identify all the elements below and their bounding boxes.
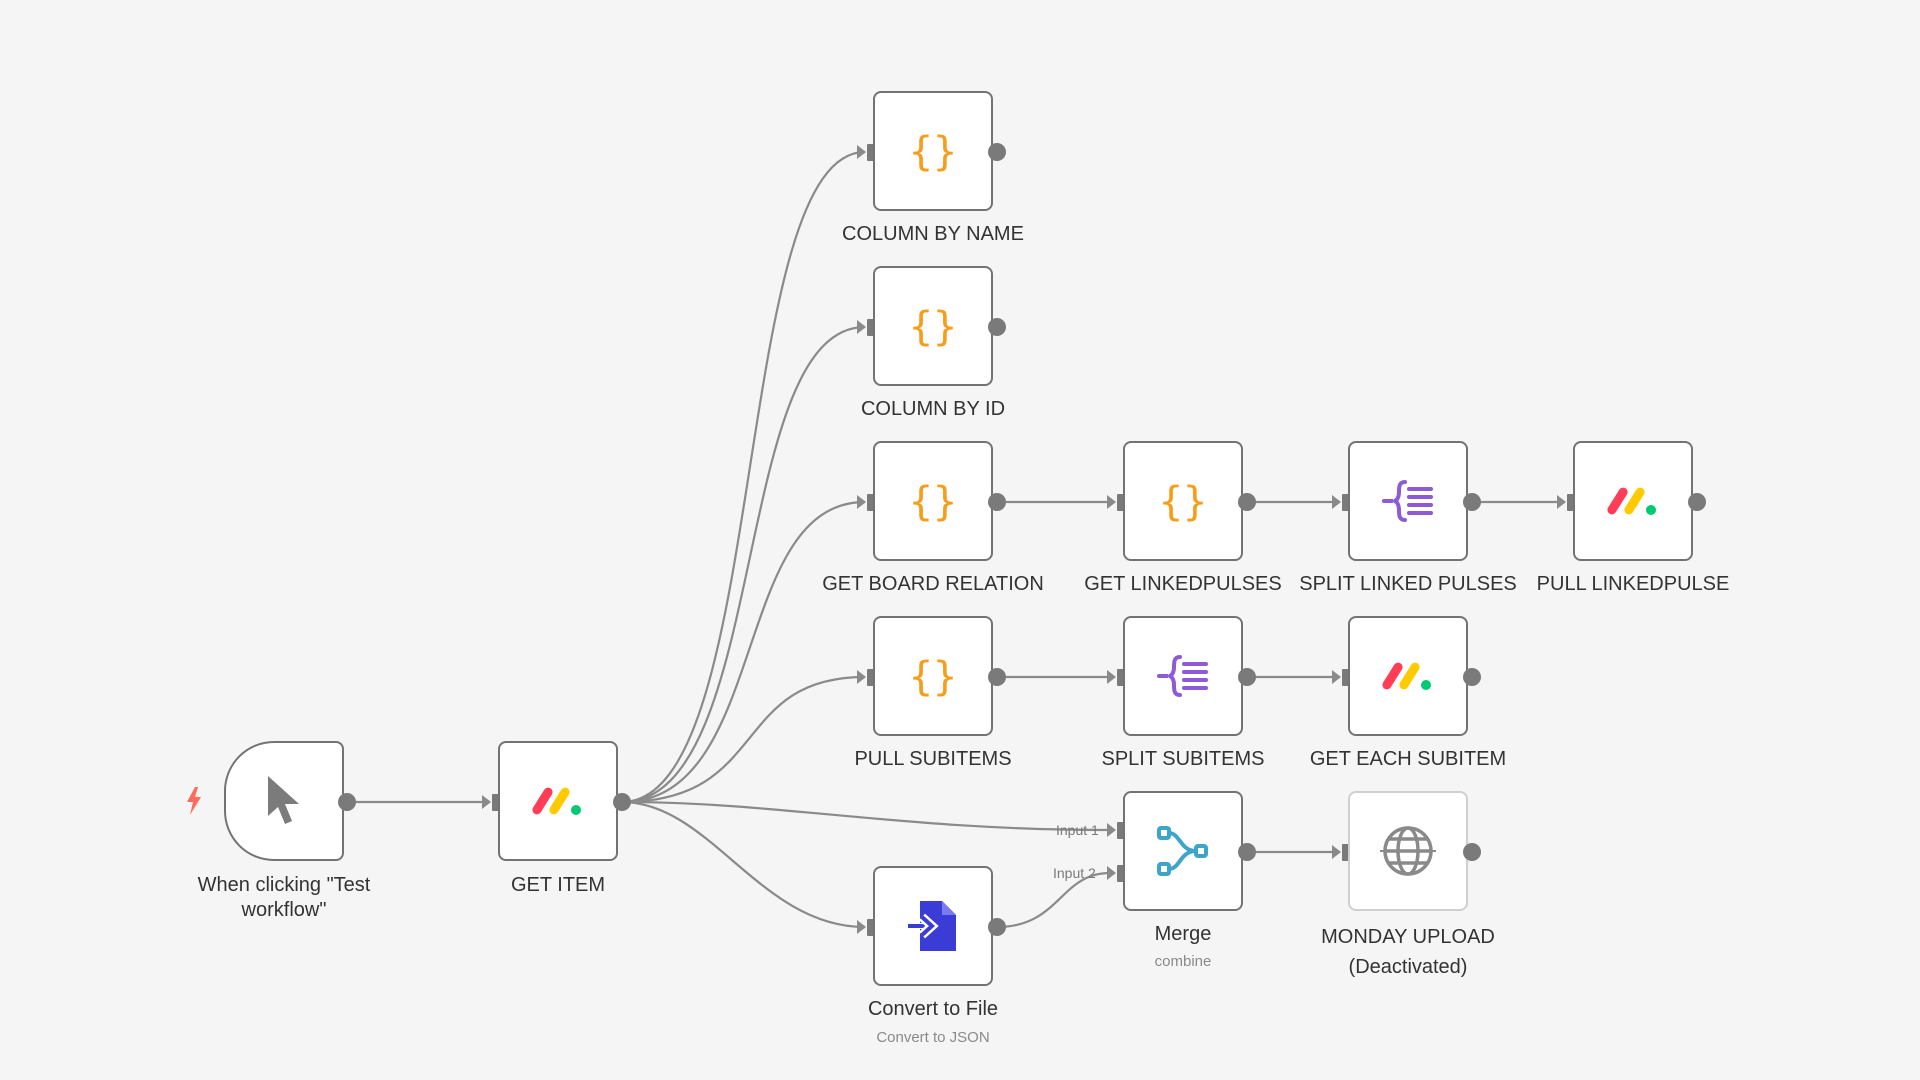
merge-node[interactable] bbox=[1123, 791, 1243, 911]
column-by-id-node[interactable]: {} bbox=[873, 266, 993, 386]
convert-to-file-input-port[interactable] bbox=[867, 919, 874, 936]
curly-braces-icon: {} bbox=[909, 304, 957, 350]
get-linkedpulses-label: GET LINKEDPULSES bbox=[1084, 573, 1282, 595]
merge-input-2-port[interactable] bbox=[1117, 865, 1124, 882]
globe-icon bbox=[1380, 826, 1436, 876]
column-by-name-output-port[interactable] bbox=[988, 143, 1006, 161]
connection-get-item-to-column-by-id[interactable] bbox=[621, 325, 866, 804]
file-convert-icon bbox=[908, 901, 956, 951]
pull-subitems-label: PULL SUBITEMS bbox=[854, 748, 1012, 770]
monday-upload-node[interactable] bbox=[1348, 791, 1468, 911]
svg-text:{}: {} bbox=[909, 654, 957, 700]
get-item-output-port[interactable] bbox=[613, 793, 631, 811]
trigger-bolt-icon bbox=[187, 787, 201, 815]
convert-to-file-output-port[interactable] bbox=[988, 918, 1006, 936]
get-board-relation-input-port[interactable] bbox=[867, 494, 874, 511]
split-linked-pulses-input-port[interactable] bbox=[1342, 494, 1349, 511]
connection-get-item-to-convert-to-file[interactable] bbox=[621, 800, 866, 929]
get-board-relation-output-port[interactable] bbox=[988, 493, 1006, 511]
connection-get-item-to-merge[interactable] bbox=[621, 800, 1109, 832]
curly-braces-icon: {} bbox=[1159, 479, 1207, 525]
pull-linkedpulse-input-port[interactable] bbox=[1567, 494, 1574, 511]
curly-braces-icon: {} bbox=[909, 654, 957, 700]
split-subitems-label: SPLIT SUBITEMS bbox=[1101, 748, 1265, 770]
get-each-subitem-label: GET EACH SUBITEM bbox=[1309, 748, 1507, 770]
get-item-input-port[interactable] bbox=[492, 794, 499, 811]
convert-to-file-subtitle: Convert to JSON bbox=[876, 1029, 990, 1046]
monday-upload-input-port[interactable] bbox=[1342, 844, 1349, 861]
svg-text:{}: {} bbox=[909, 479, 957, 525]
split-out-icon bbox=[1382, 480, 1433, 522]
split-out-icon bbox=[1157, 655, 1208, 697]
merge-label: Merge bbox=[1154, 923, 1212, 945]
split-linked-pulses-output-port[interactable] bbox=[1463, 493, 1481, 511]
pull-subitems-output-port[interactable] bbox=[988, 668, 1006, 686]
merge-output-port[interactable] bbox=[1238, 843, 1256, 861]
monday-logo-icon bbox=[1382, 662, 1431, 690]
split-subitems-output-port[interactable] bbox=[1238, 668, 1256, 686]
get-each-subitem-output-port[interactable] bbox=[1463, 668, 1481, 686]
get-linkedpulses-output-port[interactable] bbox=[1238, 493, 1256, 511]
get-board-relation-node[interactable]: {} bbox=[873, 441, 993, 561]
cursor-icon bbox=[268, 776, 299, 824]
trigger-output-port[interactable] bbox=[338, 793, 356, 811]
split-subitems-input-port[interactable] bbox=[1117, 669, 1124, 686]
trigger-node[interactable] bbox=[224, 741, 344, 861]
monday-upload-output-port[interactable] bbox=[1463, 843, 1481, 861]
column-by-name-label: COLUMN BY NAME bbox=[842, 223, 1024, 245]
trigger-label: When clicking "Test workflow" bbox=[197, 874, 371, 921]
merge-subtitle: combine bbox=[1154, 953, 1212, 970]
merge-icon bbox=[1157, 826, 1208, 876]
get-board-relation-label: GET BOARD RELATION bbox=[822, 573, 1044, 595]
get-linkedpulses-input-port[interactable] bbox=[1117, 494, 1124, 511]
get-item-node[interactable] bbox=[498, 741, 618, 861]
svg-text:{}: {} bbox=[909, 304, 957, 350]
merge-input-1-port[interactable] bbox=[1117, 822, 1124, 839]
column-by-id-label: COLUMN BY ID bbox=[860, 398, 1006, 420]
convert-to-file-label: Convert to File bbox=[867, 998, 999, 1020]
split-subitems-node[interactable] bbox=[1123, 616, 1243, 736]
get-item-label: GET ITEM bbox=[510, 874, 606, 896]
connection-get-item-to-column-by-name[interactable] bbox=[621, 150, 866, 804]
curly-braces-icon: {} bbox=[909, 129, 957, 175]
split-linked-pulses-label: SPLIT LINKED PULSES bbox=[1299, 573, 1517, 595]
connection-convert-to-merge[interactable] bbox=[996, 871, 1111, 929]
column-by-name-input-port[interactable] bbox=[867, 144, 874, 161]
split-linked-pulses-node[interactable] bbox=[1348, 441, 1468, 561]
monday-logo-icon bbox=[532, 787, 581, 815]
get-each-subitem-input-port[interactable] bbox=[1342, 669, 1349, 686]
monday-upload-label: MONDAY UPLOAD (Deactivated) bbox=[1321, 926, 1495, 978]
curly-braces-icon: {} bbox=[909, 479, 957, 525]
convert-to-file-node[interactable] bbox=[873, 866, 993, 986]
svg-text:{}: {} bbox=[1159, 479, 1207, 525]
connection-get-item-to-get-board-relation[interactable] bbox=[621, 500, 866, 804]
get-each-subitem-node[interactable] bbox=[1348, 616, 1468, 736]
connection-get-item-to-pull-subitems[interactable] bbox=[621, 675, 866, 804]
column-by-name-node[interactable]: {} bbox=[873, 91, 993, 211]
pull-linkedpulse-output-port[interactable] bbox=[1688, 493, 1706, 511]
column-by-id-input-port[interactable] bbox=[867, 319, 874, 336]
column-by-id-output-port[interactable] bbox=[988, 318, 1006, 336]
monday-logo-icon bbox=[1607, 487, 1656, 515]
merge-input-2-label: Input 2 bbox=[1053, 865, 1096, 881]
pull-linkedpulse-label: PULL LINKEDPULSE bbox=[1536, 573, 1730, 595]
pull-subitems-input-port[interactable] bbox=[867, 669, 874, 686]
pull-linkedpulse-node[interactable] bbox=[1573, 441, 1693, 561]
svg-text:{}: {} bbox=[909, 129, 957, 175]
get-linkedpulses-node[interactable]: {} bbox=[1123, 441, 1243, 561]
merge-input-1-label: Input 1 bbox=[1056, 822, 1099, 838]
pull-subitems-node[interactable]: {} bbox=[873, 616, 993, 736]
